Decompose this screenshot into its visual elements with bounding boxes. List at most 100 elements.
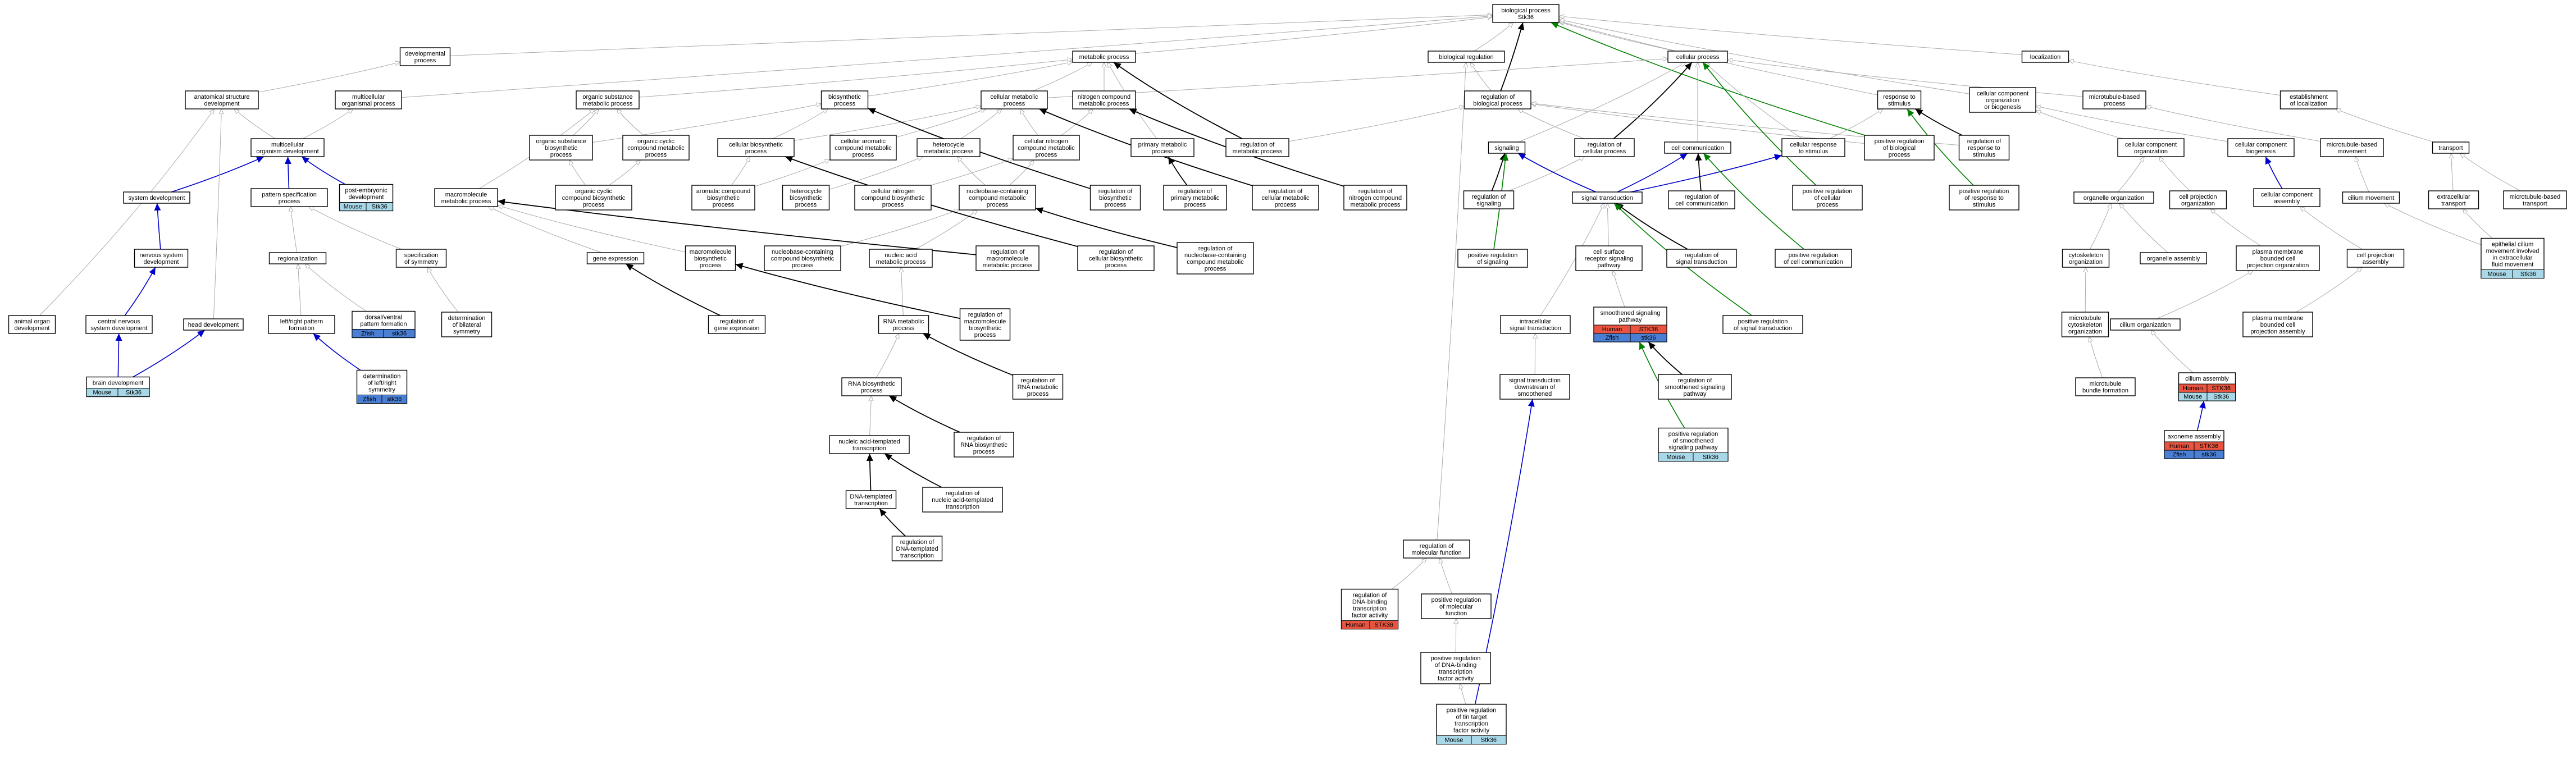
go-term-node-organelle-organization[interactable]: organelle organization [2073, 191, 2154, 204]
go-term-node-cilium-movement[interactable]: cilium movement [2342, 191, 2400, 204]
go-term-node-localization[interactable]: localization [2021, 51, 2069, 63]
go-term-node-regulation-of-dna-binding-transcription-factor-activity[interactable]: regulation ofDNA-bindingtranscriptionfac… [1341, 588, 1399, 630]
go-term-node-regionalization[interactable]: regionalization [268, 252, 327, 264]
go-term-node-cellular-process[interactable]: cellular process [1667, 51, 1728, 63]
go-term-node-gene-expression[interactable]: gene expression [586, 252, 645, 264]
go-term-node-regulation-of-macromolecule-biosynthetic-process[interactable]: regulation ofmacromoleculebiosyntheticpr… [959, 308, 1011, 341]
go-term-node-system-development[interactable]: system development [123, 191, 190, 204]
go-term-node-head-development[interactable]: head development [183, 318, 244, 331]
go-term-node-signal-transduction[interactable]: signal transduction [1572, 191, 1643, 204]
go-term-node-cell-communication[interactable]: cell communication [1664, 141, 1731, 154]
go-term-node-organelle-assembly[interactable]: organelle assembly [2140, 252, 2207, 264]
go-term-node-biological-regulation[interactable]: biological regulation [1428, 51, 1505, 63]
go-term-node-metabolic-process[interactable]: metabolic process [1072, 51, 1136, 63]
go-term-node-transport[interactable]: transport [2432, 141, 2470, 154]
go-term-node-signaling[interactable]: signaling [1488, 141, 1526, 154]
go-term-node-cilium-organization[interactable]: cilium organization [2110, 318, 2181, 331]
